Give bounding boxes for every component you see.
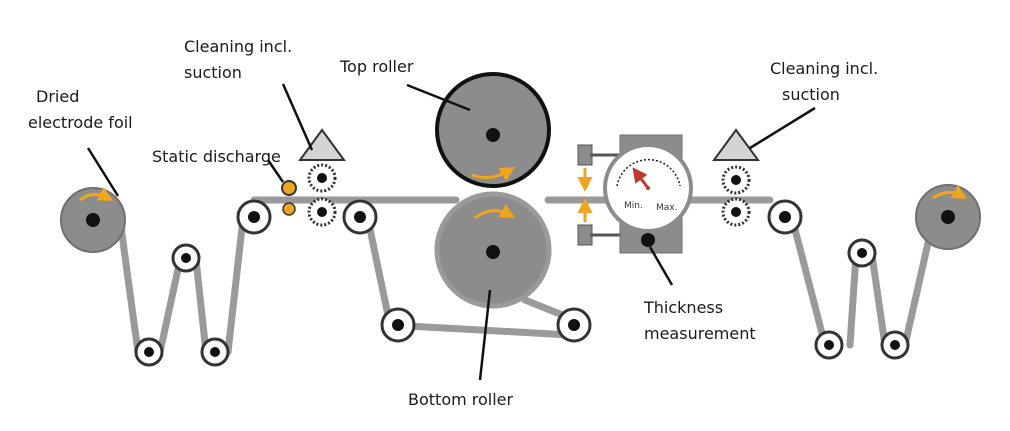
- rewind-roll-icon: [915, 184, 981, 250]
- cleaning-left-label-line2: suction: [184, 63, 242, 82]
- cleaning-right-label-line2: suction: [782, 85, 840, 104]
- static-discharge-label: Static discharge: [152, 147, 281, 166]
- thickness-label-line1: Thickness: [643, 298, 723, 317]
- dried-foil-label-line1: Dried: [36, 87, 79, 106]
- cleaning-right-label-line1: Cleaning incl.: [770, 59, 878, 78]
- unwind-roll-icon: [60, 187, 126, 253]
- gauge-min-label: Min.: [624, 201, 643, 211]
- suction-nozzle-icon: [712, 128, 760, 161]
- guide-roller: [556, 307, 592, 343]
- guide-roller: [767, 199, 803, 235]
- cleaning-left-label-line1: Cleaning incl.: [184, 37, 292, 56]
- thickness-label-line2: measurement: [644, 324, 756, 343]
- guide-rollers-right: [767, 199, 910, 360]
- cleaning-brush-icon: [307, 163, 337, 227]
- thickness-gauge-icon: [577, 134, 693, 254]
- guide-roller: [380, 307, 416, 343]
- guide-roller: [880, 330, 910, 360]
- guide-rollers-left: [134, 199, 592, 367]
- guide-roller: [236, 199, 272, 235]
- guide-roller: [342, 199, 378, 235]
- guide-roller: [814, 330, 844, 360]
- suction-nozzle-icon: [298, 128, 346, 161]
- leader-lines: [86, 83, 816, 381]
- guide-roller: [171, 243, 201, 273]
- static-discharge-icon: [281, 180, 297, 216]
- bottom-roller-label: Bottom roller: [408, 390, 514, 409]
- top-roller-label: Top roller: [339, 57, 414, 76]
- dried-foil-label-line2: electrode foil: [28, 113, 133, 132]
- guide-roller: [134, 337, 164, 367]
- cleaning-brush-icon: [721, 165, 751, 227]
- gauge-max-label: Max.: [656, 203, 677, 213]
- guide-roller: [200, 337, 230, 367]
- top-roller: [435, 72, 551, 188]
- guide-roller: [847, 238, 877, 268]
- bottom-roller: [434, 191, 552, 309]
